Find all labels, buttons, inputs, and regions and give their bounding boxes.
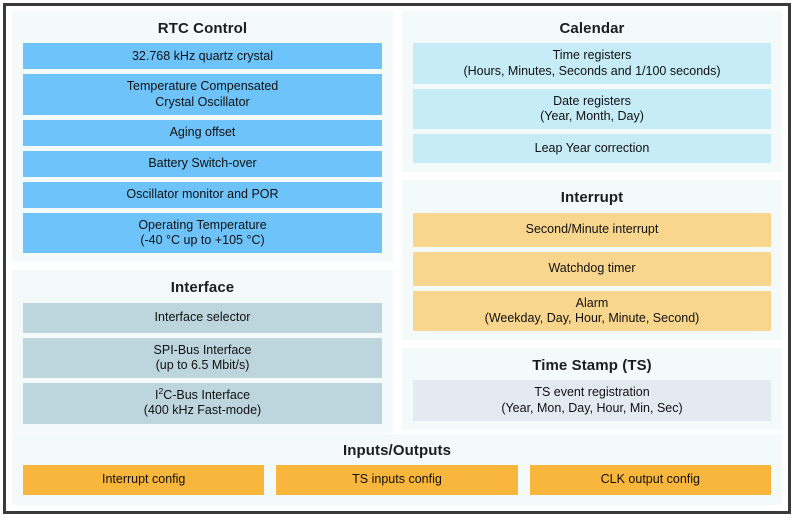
block-operating-temperature[interactable]: Operating Temperature (-40 °C up to +105… <box>23 212 382 254</box>
block-sublabel: (-40 °C up to +105 °C) <box>140 233 265 247</box>
block-label: I2C-Bus Interface <box>154 385 251 402</box>
block-battery-switch-over[interactable]: Battery Switch-over <box>23 150 382 177</box>
panel-inputs-outputs: Inputs/Outputs Interrupt config TS input… <box>12 433 782 505</box>
block-label: Leap Year correction <box>534 141 650 156</box>
block-watchdog-timer[interactable]: Watchdog timer <box>413 251 771 286</box>
block-sublabel: Crystal Oscillator <box>155 94 250 109</box>
rtc-control-rows: 32.768 kHz quartz crystal Temperature Co… <box>23 43 382 254</box>
right-column: Calendar Time registers (Hours, Minutes,… <box>402 11 782 430</box>
block-sublabel: (Year, Mon, Day, Hour, Min, Sec) <box>501 400 683 415</box>
block-label: Operating Temperature <box>138 217 267 232</box>
block-label: Time registers <box>552 48 632 63</box>
time-stamp-rows: TS event registration (Year, Mon, Day, H… <box>413 380 771 421</box>
panel-title-interface: Interface <box>170 279 235 297</box>
block-label: Aging offset <box>169 125 236 140</box>
panel-title-inputs-outputs: Inputs/Outputs <box>342 441 452 459</box>
block-quartz-crystal[interactable]: 32.768 kHz quartz crystal <box>23 43 382 70</box>
block-sublabel: (Year, Month, Day) <box>540 109 644 123</box>
block-second-minute-interrupt[interactable]: Second/Minute interrupt <box>413 212 771 247</box>
block-clk-output-config[interactable]: CLK output config <box>529 465 771 495</box>
block-label: Battery Switch-over <box>148 156 257 171</box>
block-label: Second/Minute interrupt <box>525 221 659 236</box>
block-diagram: RTC Control 32.768 kHz quartz crystal Te… <box>3 3 791 514</box>
panel-calendar: Calendar Time registers (Hours, Minutes,… <box>402 11 782 173</box>
block-interface-selector[interactable]: Interface selector <box>23 302 382 333</box>
block-label: TS inputs config <box>352 472 442 487</box>
block-sublabel: (Weekday, Day, Hour, Minute, Second) <box>484 310 700 325</box>
block-i2c-bus-interface[interactable]: I2C-Bus Interface (400 kHz Fast-mode) <box>23 383 382 424</box>
block-aging-offset[interactable]: Aging offset <box>23 119 382 146</box>
interface-rows: Interface selector SPI-Bus Interface (up… <box>23 302 382 424</box>
block-date-registers[interactable]: Date registers (Year, Month, Day) <box>413 88 771 130</box>
interrupt-rows: Second/Minute interrupt Watchdog timer A… <box>413 212 771 331</box>
panel-interrupt: Interrupt Second/Minute interrupt Watchd… <box>402 180 782 340</box>
block-label: Interface selector <box>154 309 251 324</box>
block-ts-event-registration[interactable]: TS event registration (Year, Mon, Day, H… <box>413 380 771 421</box>
panel-title-interrupt: Interrupt <box>560 189 624 207</box>
block-ts-inputs-config[interactable]: TS inputs config <box>276 465 518 495</box>
block-tcxo[interactable]: Temperature Compensated Crystal Oscillat… <box>23 74 382 115</box>
calendar-rows: Time registers (Hours, Minutes, Seconds … <box>413 43 771 164</box>
block-sublabel: (400 kHz Fast-mode) <box>143 403 262 418</box>
block-label: Watchdog timer <box>548 260 636 275</box>
block-sublabel: (Hours, Minutes, Seconds and 1/100 secon… <box>463 63 721 78</box>
panel-time-stamp: Time Stamp (TS) TS event registration (Y… <box>402 348 782 430</box>
panel-interface: Interface Interface selector SPI-Bus Int… <box>12 270 393 433</box>
block-label: Oscillator monitor and POR <box>126 187 279 202</box>
left-column: RTC Control 32.768 kHz quartz crystal Te… <box>12 11 393 433</box>
block-sublabel: (up to 6.5 Mbit/s) <box>155 357 250 372</box>
inputs-outputs-rows: Interrupt config TS inputs config CLK ou… <box>23 465 771 495</box>
panel-title-calendar: Calendar <box>559 20 625 37</box>
block-label: Date registers <box>553 93 631 108</box>
panel-title-rtc-control: RTC Control <box>157 20 248 37</box>
block-label: Alarm <box>575 295 609 310</box>
block-label: TS event registration <box>534 385 650 400</box>
block-time-registers[interactable]: Time registers (Hours, Minutes, Seconds … <box>413 43 771 84</box>
block-label: Interrupt config <box>101 472 186 487</box>
block-label: Temperature Compensated <box>126 79 279 94</box>
block-label: SPI-Bus Interface <box>153 342 252 357</box>
block-label: 32.768 kHz quartz crystal <box>131 48 274 63</box>
block-oscillator-monitor-por[interactable]: Oscillator monitor and POR <box>23 181 382 208</box>
block-label: CLK output config <box>600 472 700 487</box>
block-spi-bus-interface[interactable]: SPI-Bus Interface (up to 6.5 Mbit/s) <box>23 337 382 378</box>
panel-title-time-stamp: Time Stamp (TS) <box>532 357 652 374</box>
diagram-columns: RTC Control 32.768 kHz quartz crystal Te… <box>12 11 782 433</box>
panel-rtc-control: RTC Control 32.768 kHz quartz crystal Te… <box>12 11 393 263</box>
block-alarm[interactable]: Alarm (Weekday, Day, Hour, Minute, Secon… <box>413 290 771 331</box>
block-interrupt-config[interactable]: Interrupt config <box>23 465 265 495</box>
block-leap-year-correction[interactable]: Leap Year correction <box>413 134 771 164</box>
